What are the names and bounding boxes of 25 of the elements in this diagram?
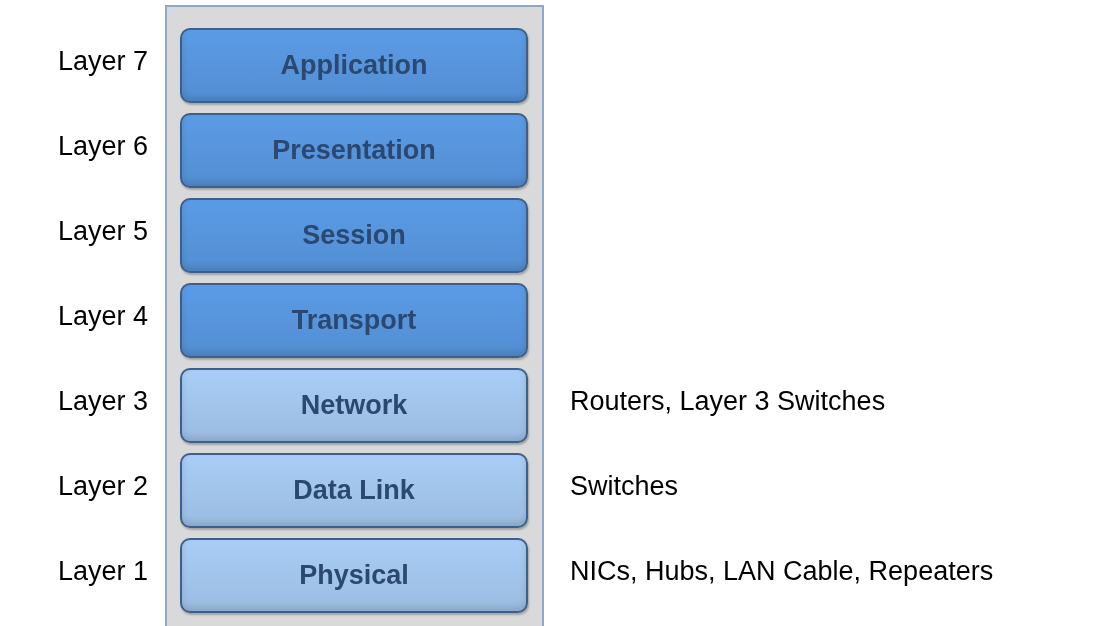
layer-box xyxy=(180,368,528,443)
layer-number: Layer 4 xyxy=(57,301,148,332)
layer-name: Data Link xyxy=(293,475,415,506)
device-list: Switches xyxy=(570,471,679,502)
layer-name: Application xyxy=(280,50,428,81)
layer-box xyxy=(180,453,528,528)
layer-name: Session xyxy=(302,220,406,251)
layer-number: Layer 1 xyxy=(57,556,148,587)
layer-box xyxy=(180,538,528,613)
device-list: Routers, Layer 3 Switches xyxy=(570,386,886,417)
layer-box xyxy=(180,28,528,103)
layer-number: Layer 6 xyxy=(57,131,148,162)
layer-name: Network xyxy=(300,390,408,421)
layer-name: Presentation xyxy=(272,135,436,166)
layer-number: Layer 5 xyxy=(57,216,148,247)
layer-number: Layer 3 xyxy=(57,386,148,417)
layer-name: Transport xyxy=(291,305,417,336)
layer-name: Physical xyxy=(299,560,409,591)
layer-number: Layer 7 xyxy=(57,46,148,77)
layer-box xyxy=(180,198,528,273)
stack-panel xyxy=(165,5,544,626)
layer-box xyxy=(180,113,528,188)
layer-box xyxy=(180,283,528,358)
device-list: NICs, Hubs, LAN Cable, Repeaters xyxy=(570,556,994,587)
layer-number: Layer 2 xyxy=(57,471,148,502)
